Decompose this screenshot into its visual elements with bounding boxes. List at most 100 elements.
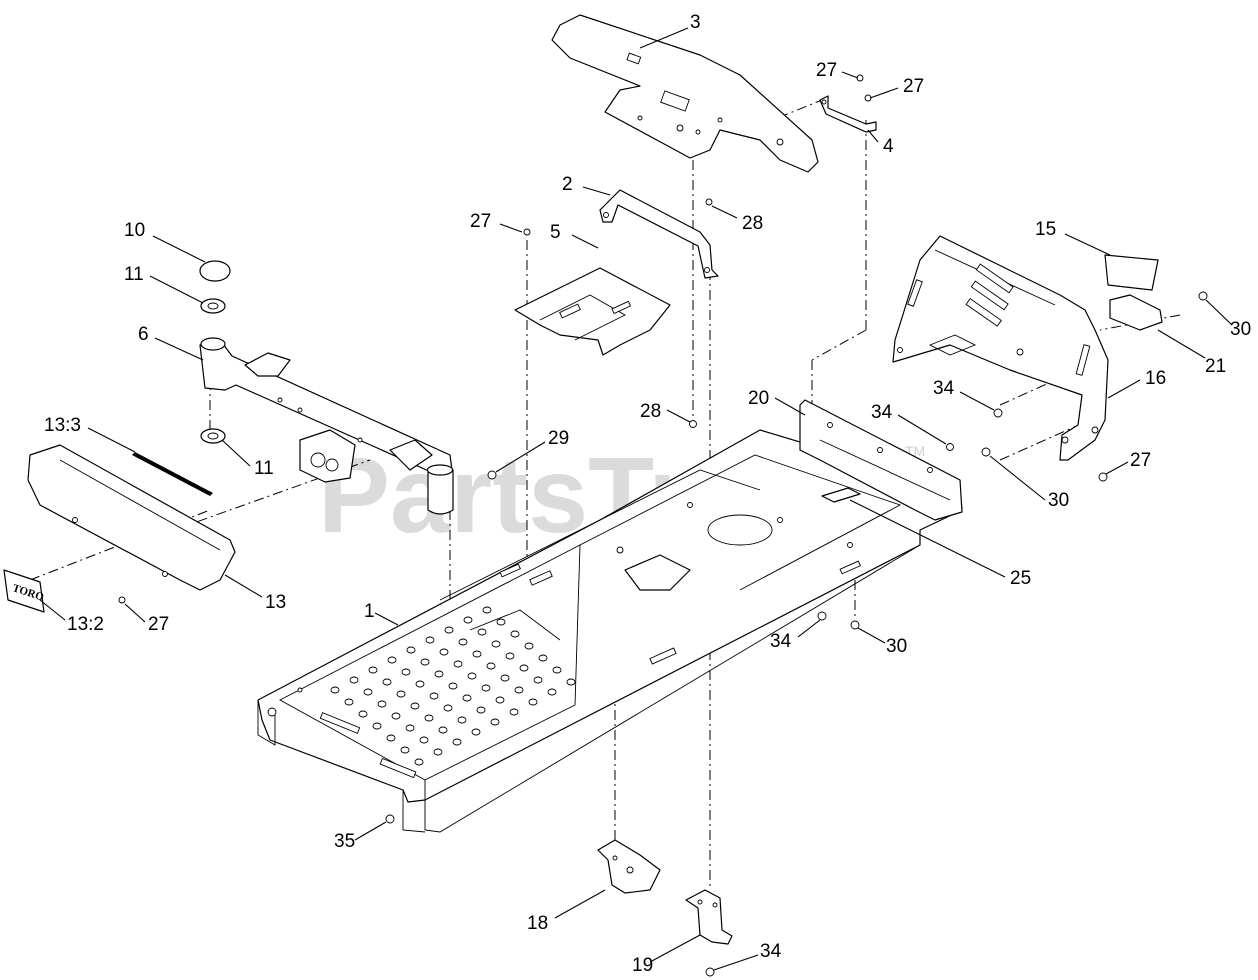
callout-25: 25 xyxy=(1010,568,1031,589)
bolt-28b xyxy=(689,420,697,428)
part-13-cover xyxy=(27,444,236,591)
seat-hole xyxy=(458,638,468,646)
callout-18: 18 xyxy=(527,913,548,934)
callout-5: 5 xyxy=(550,222,561,243)
callout-30: 30 xyxy=(886,636,907,657)
seat-hole xyxy=(405,724,415,732)
callout-29: 29 xyxy=(548,428,569,449)
callout-4: 4 xyxy=(883,136,894,157)
part-19-bracket xyxy=(685,889,733,945)
nut-35 xyxy=(385,814,395,824)
callout-13-3: 13:3 xyxy=(44,415,81,436)
part-13-3-decal xyxy=(132,452,213,496)
seat-hole xyxy=(396,690,406,698)
seat-hole xyxy=(514,686,524,694)
part-11-bearing-top xyxy=(200,298,226,314)
part-4-bracket xyxy=(819,95,877,133)
callout-30: 30 xyxy=(1048,490,1069,511)
part-15-decal xyxy=(1104,254,1159,291)
callout-labels: 3 27 27 4 2 28 10 11 27 5 15 30 21 6 16 … xyxy=(44,12,1251,976)
bolt-29 xyxy=(487,470,497,480)
seat-hole xyxy=(500,674,510,682)
seat-hole xyxy=(368,666,378,674)
seat-hole xyxy=(391,712,401,720)
callout-15: 15 xyxy=(1035,219,1056,240)
callout-28: 28 xyxy=(742,213,763,234)
callout-28: 28 xyxy=(640,401,661,422)
seat-hole xyxy=(444,626,454,634)
seat-hole xyxy=(363,688,373,696)
seat-hole xyxy=(406,646,416,654)
seat-hole xyxy=(519,664,529,672)
seat-hole xyxy=(452,738,462,746)
part-13-2-logo: TORO xyxy=(3,569,46,613)
callout-35: 35 xyxy=(334,831,355,852)
callout-27: 27 xyxy=(903,76,924,97)
callout-11: 11 xyxy=(124,264,144,285)
bolt-30b xyxy=(981,447,991,457)
seat-hole xyxy=(566,678,576,686)
bolt-27c xyxy=(523,228,531,236)
seat-hole xyxy=(495,696,505,704)
nut-34c xyxy=(817,611,827,621)
callout-16: 16 xyxy=(1145,368,1166,389)
seat-hole xyxy=(463,616,473,624)
seat-hole xyxy=(377,700,387,708)
nut-34b xyxy=(946,443,954,451)
seat-hole xyxy=(509,708,519,716)
seat-hole xyxy=(400,746,410,754)
part-3-plate xyxy=(551,14,819,173)
pivot-pin xyxy=(426,464,454,515)
callout-6: 6 xyxy=(138,324,149,345)
bolt-30a xyxy=(1198,291,1208,301)
callout-1: 1 xyxy=(364,601,375,622)
callout-11: 11 xyxy=(254,458,274,479)
seat-plate-holes xyxy=(330,606,576,766)
part-10-cap xyxy=(199,260,231,282)
seat-hole xyxy=(453,660,463,668)
seat-hole xyxy=(491,640,501,648)
seat-hole xyxy=(528,698,538,706)
seat-hole xyxy=(471,728,481,736)
seat-hole xyxy=(414,758,424,766)
seat-hole xyxy=(344,698,354,706)
callout-27: 27 xyxy=(148,614,169,635)
seat-hole xyxy=(476,706,486,714)
seat-hole xyxy=(533,676,543,684)
part-18-bracket xyxy=(597,839,661,894)
seat-hole xyxy=(372,722,382,730)
seat-hole xyxy=(462,694,472,702)
callout-34: 34 xyxy=(770,631,792,652)
seat-hole xyxy=(510,630,520,638)
seat-hole xyxy=(382,678,392,686)
bolt-27d xyxy=(1098,472,1108,482)
part-6-axle xyxy=(199,337,453,483)
seat-hole xyxy=(486,662,496,670)
seat-hole xyxy=(482,606,492,614)
part-25-decal xyxy=(821,487,861,503)
bolt-30c xyxy=(850,620,860,630)
part-11-bearing-bottom xyxy=(200,428,226,444)
callout-27: 27 xyxy=(470,211,491,232)
seat-hole xyxy=(467,672,477,680)
callout-34: 34 xyxy=(933,378,955,399)
seat-hole xyxy=(443,704,453,712)
seat-hole xyxy=(547,688,557,696)
seat-hole xyxy=(434,670,444,678)
callout-27: 27 xyxy=(816,60,837,81)
callout-30: 30 xyxy=(1230,319,1251,340)
seat-hole xyxy=(386,734,396,742)
bolt-27e xyxy=(118,596,126,604)
seat-hole xyxy=(401,668,411,676)
seat-hole xyxy=(552,666,562,674)
callout-34: 34 xyxy=(760,941,782,962)
seat-hole xyxy=(415,680,425,688)
seat-hole xyxy=(424,714,434,722)
seat-hole xyxy=(477,628,487,636)
seat-hole xyxy=(387,656,397,664)
seat-hole xyxy=(425,636,435,644)
part-1-frame xyxy=(257,429,963,833)
seat-hole xyxy=(358,710,368,718)
seat-hole xyxy=(410,702,420,710)
seat-hole xyxy=(472,650,482,658)
